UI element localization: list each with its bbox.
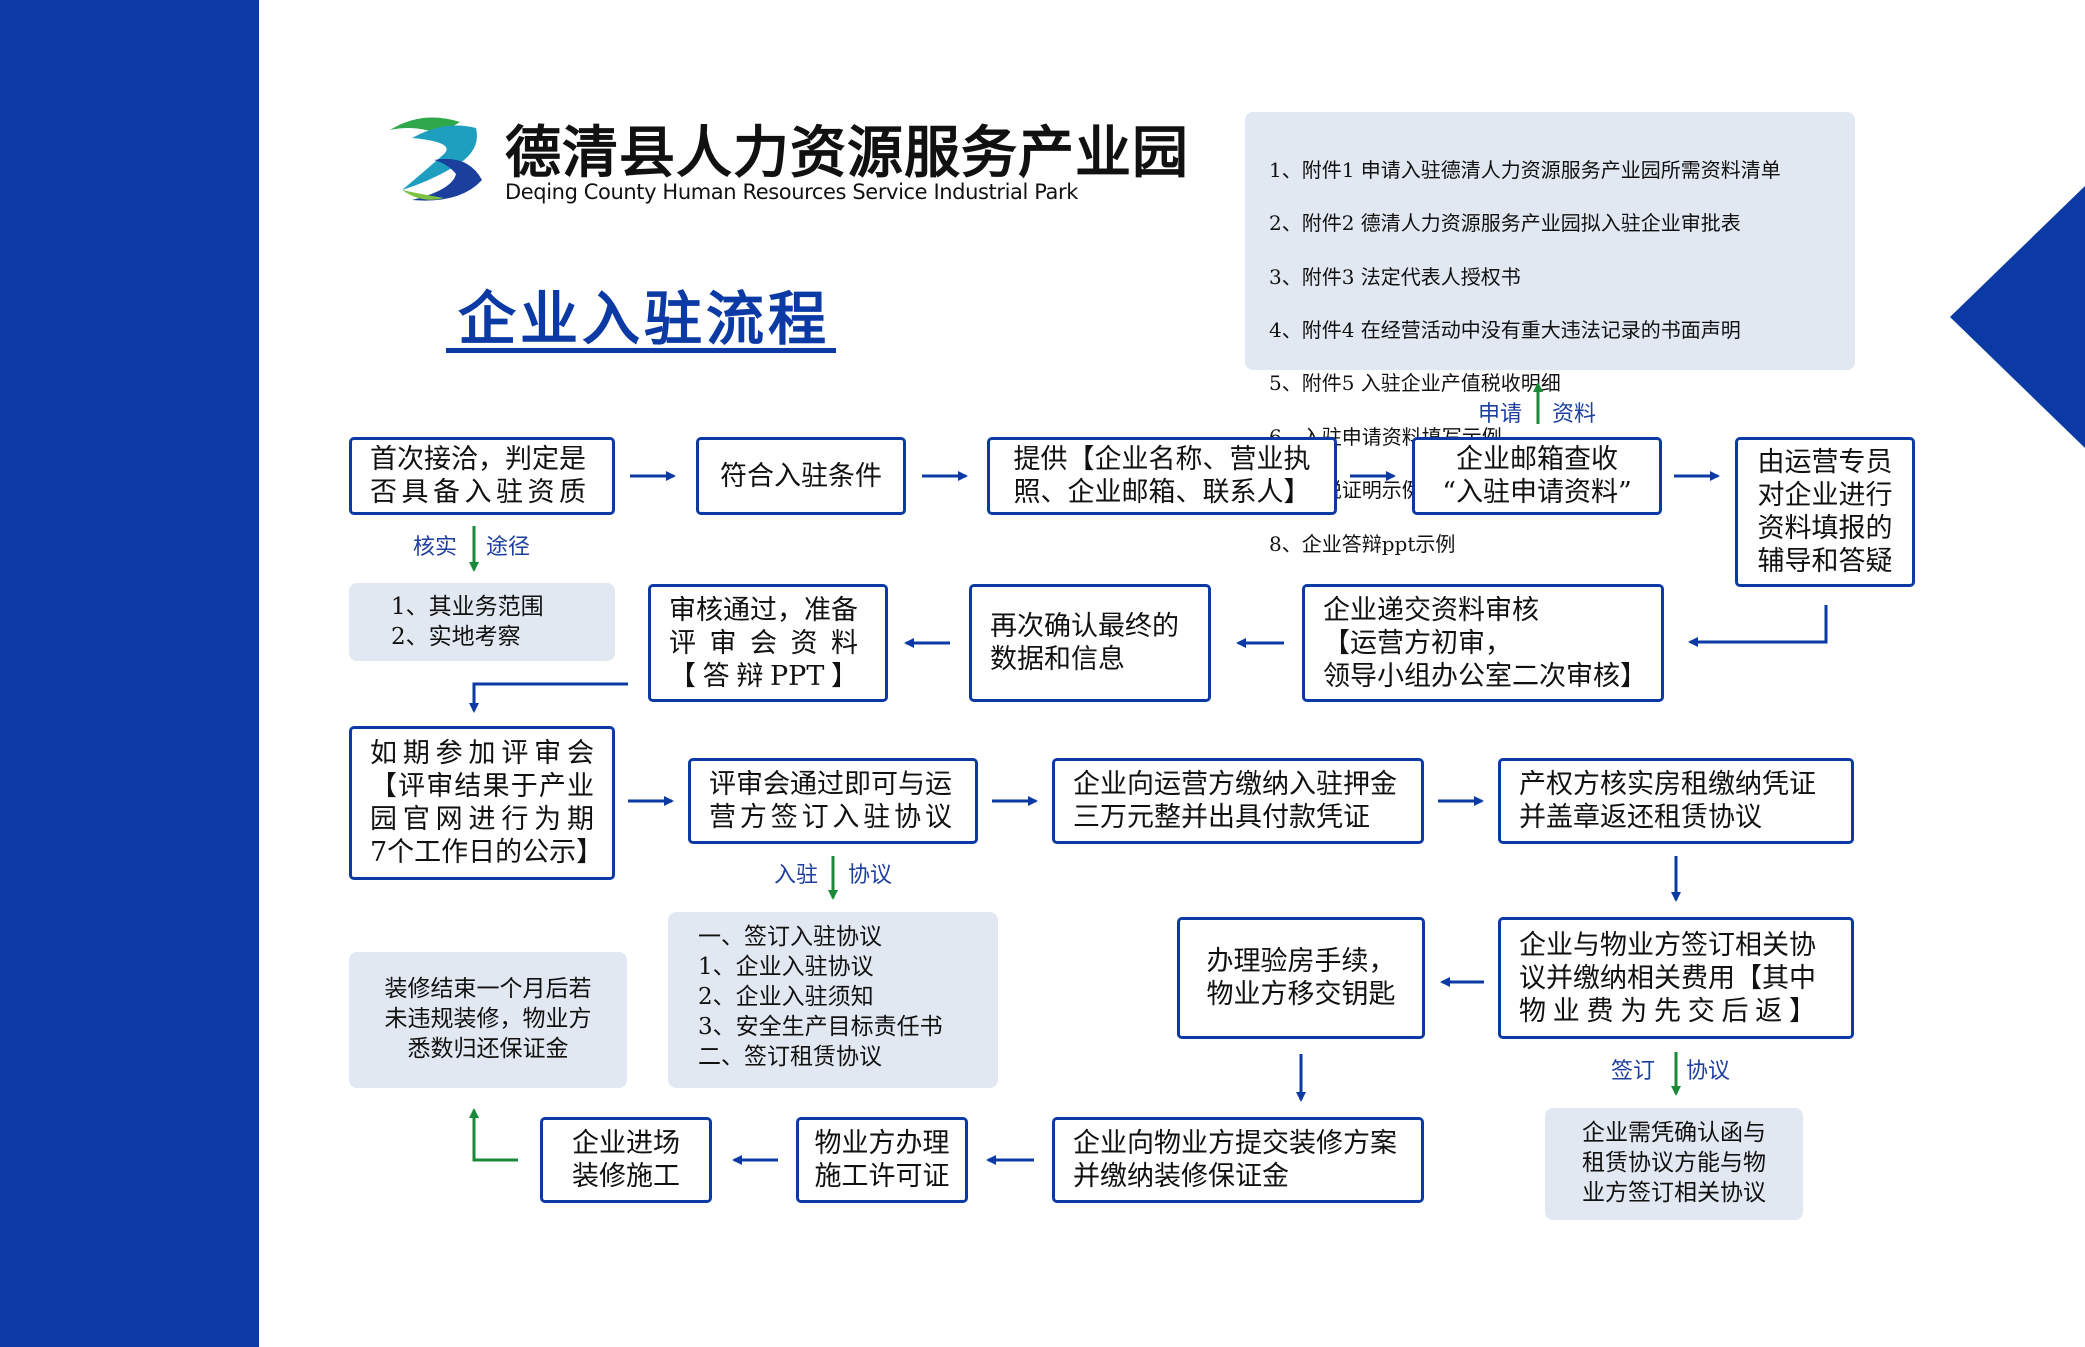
right-blue-triangle [1950,186,2085,448]
note-deposit-refund: 装修结束一个月后若 未违规装修，物业方 悉数归还保证金 [349,952,627,1088]
step-provide-info: 提供【企业名称、营业执 照、企业邮箱、联系人】 [987,437,1337,515]
step-first-contact: 首次接洽，判定是 否具备入驻资质 [349,437,615,515]
step-inspection: 办理验房手续， 物业方移交钥匙 [1177,917,1425,1039]
step-email-check: 企业邮箱查收 “入驻申请资料” [1412,437,1662,515]
label-sign-agreement: 协议 [1686,1059,1731,1084]
attachment-list: 1、附件1 申请入驻德清人力资源服务产业园所需资料清单 2、附件2 德清人力资源… [1245,112,1855,556]
attachment-item: 5、附件5 入驻企业产值税收明细 [1269,371,1561,396]
step-reconfirm: 再次确认最终的 数据和信息 [969,584,1211,702]
step-specialist-guide: 由运营专员 对企业进行 资料填报的 辅导和答疑 [1735,437,1915,587]
label-ways: 途径 [486,535,531,560]
note-property: 企业需凭确认函与 租赁协议方能与物 业方签订相关协议 [1545,1108,1803,1220]
step-construction-permit: 物业方办理 施工许可证 [796,1117,968,1203]
label-sign: 签订 [1611,1059,1656,1084]
step-attend-review: 如期参加评审会 【评审结果于产业 园官网进行为期 7个工作日的公示】 [349,726,615,880]
label-agreement: 协议 [848,863,893,888]
step-sign-property: 企业与物业方签订相关协 议并缴纳相关费用【其中 物业费为先交后返】 [1498,917,1854,1039]
attachment-item: 4、附件4 在经营活动中没有重大违法记录的书面声明 [1269,317,1741,342]
logo-title: 德清县人力资源服务产业园 [505,121,1189,186]
step-property-verify: 产权方核实房租缴纳凭证 并盖章返还租赁协议 [1498,758,1854,844]
label-settle: 入驻 [774,863,819,888]
step-renovation-plan: 企业向物业方提交装修方案 并缴纳装修保证金 [1052,1117,1424,1203]
arrow-green-elbow [469,1108,518,1162]
page-title: 企业入驻流程 [458,285,831,353]
step-review-pass: 审核通过，准备 评审会资料 【答辩PPT】 [648,584,888,702]
step-meets-conditions: 符合入驻条件 [696,437,906,515]
note-agreement-list: 一、签订入驻协议 1、企业入驻协议 2、企业入驻须知 3、安全生产目标责任书 二… [668,912,998,1088]
attachment-item: 8、企业答辩ppt示例 [1269,531,1456,556]
label-materials: 资料 [1552,402,1597,427]
label-apply: 申请 [1478,402,1523,427]
step-sign-agreement: 评审会通过即可与运 营方签订入驻协议 [688,758,978,844]
title-underline [446,348,836,353]
note-verify-ways: 1、其业务范围 2、实地考察 [349,583,615,661]
attachment-item: 2、附件2 德清人力资源服务产业园拟入驻企业审批表 [1269,211,1741,236]
park-logo-icon [390,117,482,201]
left-blue-band [0,0,259,1347]
attachment-item: 3、附件3 法定代表人授权书 [1269,264,1521,289]
label-verify: 核实 [413,535,458,560]
step-pay-deposit: 企业向运营方缴纳入驻押金 三万元整并出具付款凭证 [1052,758,1424,844]
step-submit-review: 企业递交资料审核 【运营方初审， 领导小组办公室二次审核】 [1302,584,1664,702]
arrow-elbow [1688,605,1828,647]
logo-subtitle: Deqing County Human Resources Service In… [505,180,1079,204]
attachment-item: 1、附件1 申请入驻德清人力资源服务产业园所需资料清单 [1269,157,1781,182]
arrow-elbow [469,682,628,713]
step-enter-site: 企业进场 装修施工 [540,1117,712,1203]
